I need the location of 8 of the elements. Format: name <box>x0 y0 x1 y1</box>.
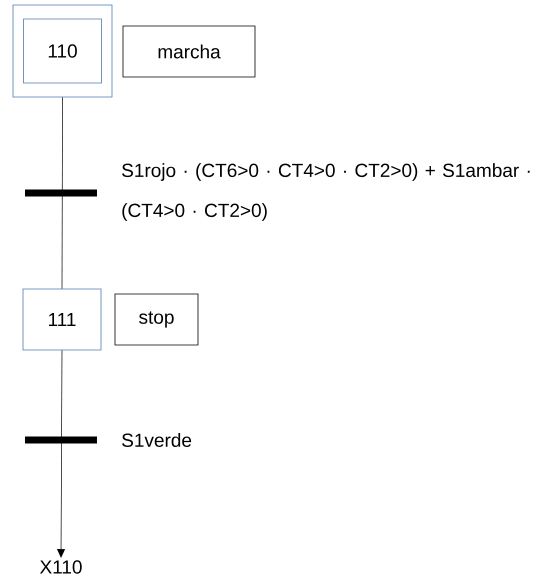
step-box: 111 <box>22 288 102 350</box>
step-reference: X110 <box>40 560 82 574</box>
connector <box>62 97 63 289</box>
transition-condition: S1verde <box>122 433 192 447</box>
initial-step-box: 110 <box>12 4 112 98</box>
action-box: stop <box>114 294 198 346</box>
action-box: marcha <box>122 26 256 78</box>
transition-condition: S1rojo · (CT6>0 · CT4>0 · CT2>0) + S1ambar · (CT4>0 · CT2>0) <box>122 163 530 221</box>
